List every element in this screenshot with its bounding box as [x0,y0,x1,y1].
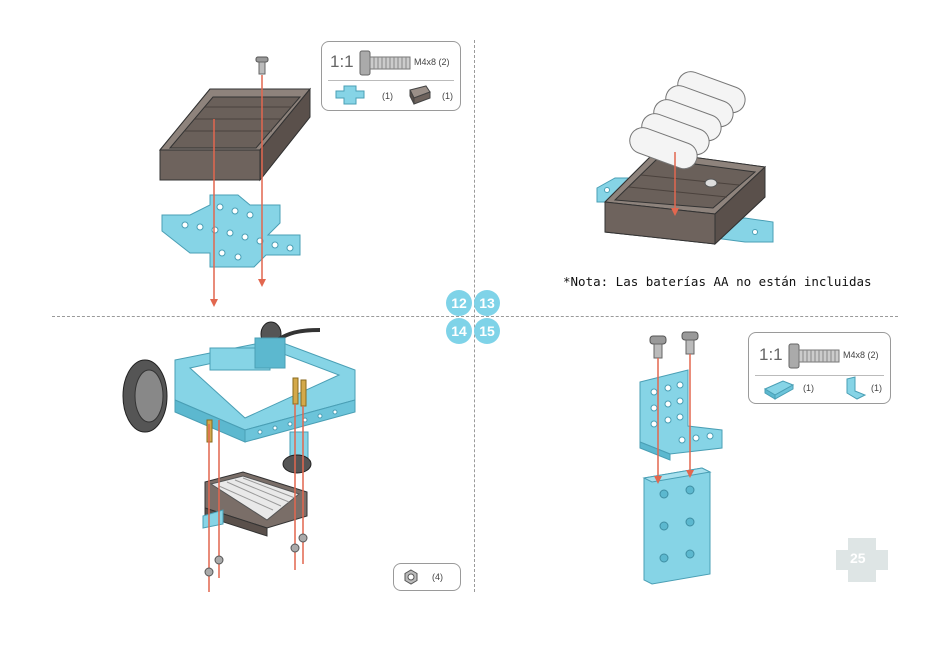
screw-icon [360,48,414,78]
step-badge-15: 15 [474,318,500,344]
step14-parts-box: (4) [393,563,461,591]
horizontal-divider [52,316,898,317]
step-badge-14: 14 [446,318,472,344]
scale-label: 1:1 [759,345,783,365]
bracket-icon [845,377,865,399]
step-badge-13: 13 [474,290,500,316]
page-number: 25 [850,550,866,566]
step15-parts-box: 1:1 M4x8 (2) (1) (1) [748,332,891,404]
step13-illustration [595,62,795,252]
battery-note: *Nota: Las baterías AA no están incluida… [563,274,872,289]
step15-illustration [640,330,730,585]
screw-label: M4x8 (2) [843,350,879,360]
cross-plate-icon [336,86,364,104]
nut-icon [404,570,418,584]
battery-box-icon [406,86,430,104]
connector-count: (1) [803,383,814,393]
screw-icon [789,341,843,371]
connector-icon [765,379,793,399]
screw-label: M4x8 (2) [414,57,450,67]
step-badge-12: 12 [446,290,472,316]
parts-separator [755,375,884,376]
nut-count: (4) [432,572,443,582]
battery-box-count: (1) [442,91,453,101]
parts-separator [328,80,454,81]
plate-count: (1) [382,91,393,101]
step12-illustration [150,55,340,315]
step12-parts-box: 1:1 M4x8 (2) (1) (1) [321,41,461,111]
screw-top-right [256,57,268,74]
step14-illustration [115,320,375,595]
bracket-count: (1) [871,383,882,393]
